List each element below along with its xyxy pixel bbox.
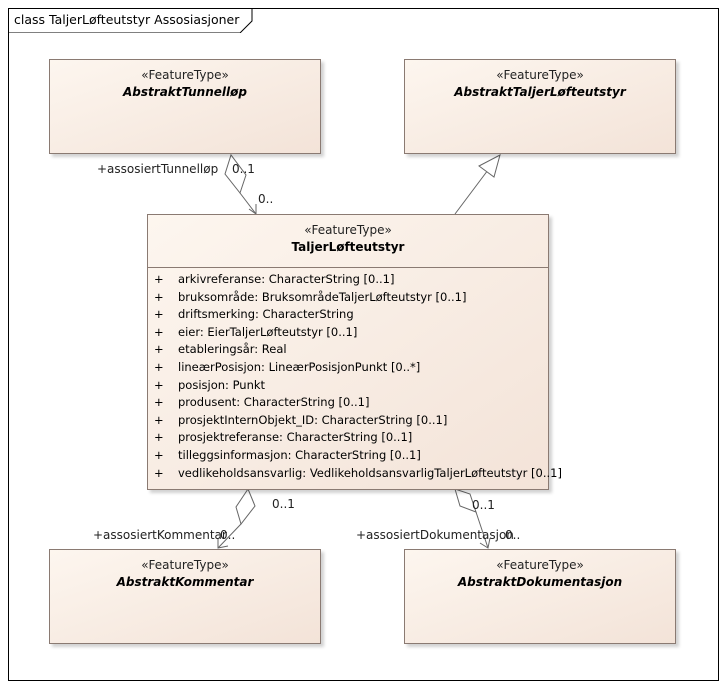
attribute-text: lineærPosisjon: LineærPosisjonPunkt [0..… xyxy=(178,359,421,374)
multiplicity-source-dokumentasjon: 0..1 xyxy=(472,498,495,512)
frame-title-tab xyxy=(8,8,253,33)
attribute-text: prosjektreferanse: CharacterString [0..1… xyxy=(178,430,413,445)
attribute-row[interactable]: + eier: EierTaljerLøfteutstyr [0..1] xyxy=(148,324,548,342)
visibility-marker: + xyxy=(154,307,164,322)
attribute-text: driftsmerking: CharacterString xyxy=(178,307,354,322)
visibility-marker: + xyxy=(154,359,164,374)
class-abstrakt-tunnellop[interactable]: «FeatureType» AbstraktTunnelløp xyxy=(49,59,321,154)
visibility-marker: + xyxy=(154,447,164,462)
visibility-marker: + xyxy=(154,342,164,357)
attribute-row[interactable]: + arkivreferanse: CharacterString [0..1] xyxy=(148,271,548,289)
stereotype-label: «FeatureType» xyxy=(304,223,392,237)
attribute-row[interactable]: + lineærPosisjon: LineærPosisjonPunkt [0.… xyxy=(148,359,548,377)
role-label-assosiert-kommentar: +assosiertKommentar xyxy=(93,528,227,542)
attribute-text: bruksområde: BruksområdeTaljerLøfteutsty… xyxy=(178,289,467,304)
association-tunnellop[interactable] xyxy=(224,153,257,215)
multiplicity-target-kommentar: 0.. xyxy=(220,528,236,542)
attribute-text: arkivreferanse: CharacterString [0..1] xyxy=(178,272,395,286)
attribute-text: prosjektInternObjekt_ID: CharacterString… xyxy=(178,412,448,427)
multiplicity-target-tunnellop: 0..1 xyxy=(232,162,255,176)
arrowhead xyxy=(217,538,229,549)
class-name: TaljerLøfteutstyr xyxy=(291,240,405,254)
visibility-marker: + xyxy=(154,412,164,427)
attribute-row[interactable]: + prosjektreferanse: CharacterString [0..… xyxy=(148,429,548,447)
role-label-assosiert-tunnellop: +assosiertTunnelløp xyxy=(97,162,219,176)
stereotype-label: «FeatureType» xyxy=(496,68,584,82)
diagram-title: class TaljerLøfteutstyr Assosiasjoner xyxy=(14,12,240,27)
attribute-row[interactable]: + prosjektInternObjekt_ID: CharacterStrin… xyxy=(148,412,548,430)
compartment-divider xyxy=(148,267,548,268)
visibility-marker: + xyxy=(154,430,164,445)
class-name: AbstraktTaljerLøfteutstyr xyxy=(454,85,626,99)
visibility-marker: + xyxy=(154,324,164,339)
association-kommentar[interactable] xyxy=(217,487,256,549)
visibility-marker: + xyxy=(154,465,164,480)
attribute-row[interactable]: + produsent: CharacterString [0..1] xyxy=(148,394,548,412)
attribute-text: tilleggsinformasjon: CharacterString [0.… xyxy=(178,447,421,462)
generalization-triangle xyxy=(478,154,501,178)
class-abstrakt-dokumentasjon[interactable]: «FeatureType» AbstraktDokumentasjon xyxy=(404,549,676,644)
visibility-marker: + xyxy=(154,272,164,286)
multiplicity-source-kommentar: 0..1 xyxy=(272,497,295,511)
attribute-text: vedlikeholdsansvarlig: Vedlikeholdsansva… xyxy=(178,465,562,480)
class-abstrakt-kommentar[interactable]: «FeatureType» AbstraktKommentar xyxy=(49,549,321,644)
attribute-text: posisjon: Punkt xyxy=(178,377,266,392)
visibility-marker: + xyxy=(154,395,164,410)
multiplicity-target-dokumentasjon: 0.. xyxy=(505,528,521,542)
visibility-marker: + xyxy=(154,377,164,392)
class-name: AbstraktDokumentasjon xyxy=(457,575,623,589)
arrowhead xyxy=(479,537,491,549)
attribute-row[interactable]: + tilleggsinformasjon: CharacterString [0… xyxy=(148,447,548,465)
multiplicity-source-tunnellop: 0.. xyxy=(258,192,274,206)
stereotype-label: «FeatureType» xyxy=(141,68,229,82)
role-label-assosiert-dokumentasjon: +assosiertDokumentasjon xyxy=(356,528,514,542)
attribute-text: produsent: CharacterString [0..1] xyxy=(178,395,370,410)
visibility-marker: + xyxy=(154,289,164,304)
attribute-list: +arkivreferanse: CharacterString [0..1]+… xyxy=(148,268,562,483)
generalization-edge[interactable] xyxy=(454,154,501,215)
association-dokumentasjon[interactable] xyxy=(454,488,491,549)
class-abstrakt-taljer-lofteutstyr[interactable]: «FeatureType» AbstraktTaljerLøfteutstyr xyxy=(404,59,676,154)
attribute-row[interactable]: + bruksområde: BruksområdeTaljerLøfteutst… xyxy=(148,289,548,307)
class-name: AbstraktKommentar xyxy=(116,575,254,589)
stereotype-label: «FeatureType» xyxy=(141,558,229,572)
class-taljer-lofteutstyr[interactable]: «FeatureType» TaljerLøfteutstyr + arkivre… xyxy=(147,214,562,490)
attribute-row[interactable]: + posisjon: Punkt xyxy=(148,377,548,395)
attribute-text: eier: EierTaljerLøfteutstyr [0..1] xyxy=(178,324,358,339)
attribute-text: etableringsår: Real xyxy=(178,342,287,357)
attribute-row[interactable]: + driftsmerking: CharacterString xyxy=(148,306,548,324)
diagram-frame xyxy=(8,8,719,681)
class-name: AbstraktTunnelløp xyxy=(123,85,247,99)
stereotype-label: «FeatureType» xyxy=(496,558,584,572)
attribute-row[interactable]: + etableringsår: Real xyxy=(148,341,548,359)
attribute-row[interactable]: + vedlikeholdsansvarlig: Vedlikeholdsansv… xyxy=(148,465,562,483)
